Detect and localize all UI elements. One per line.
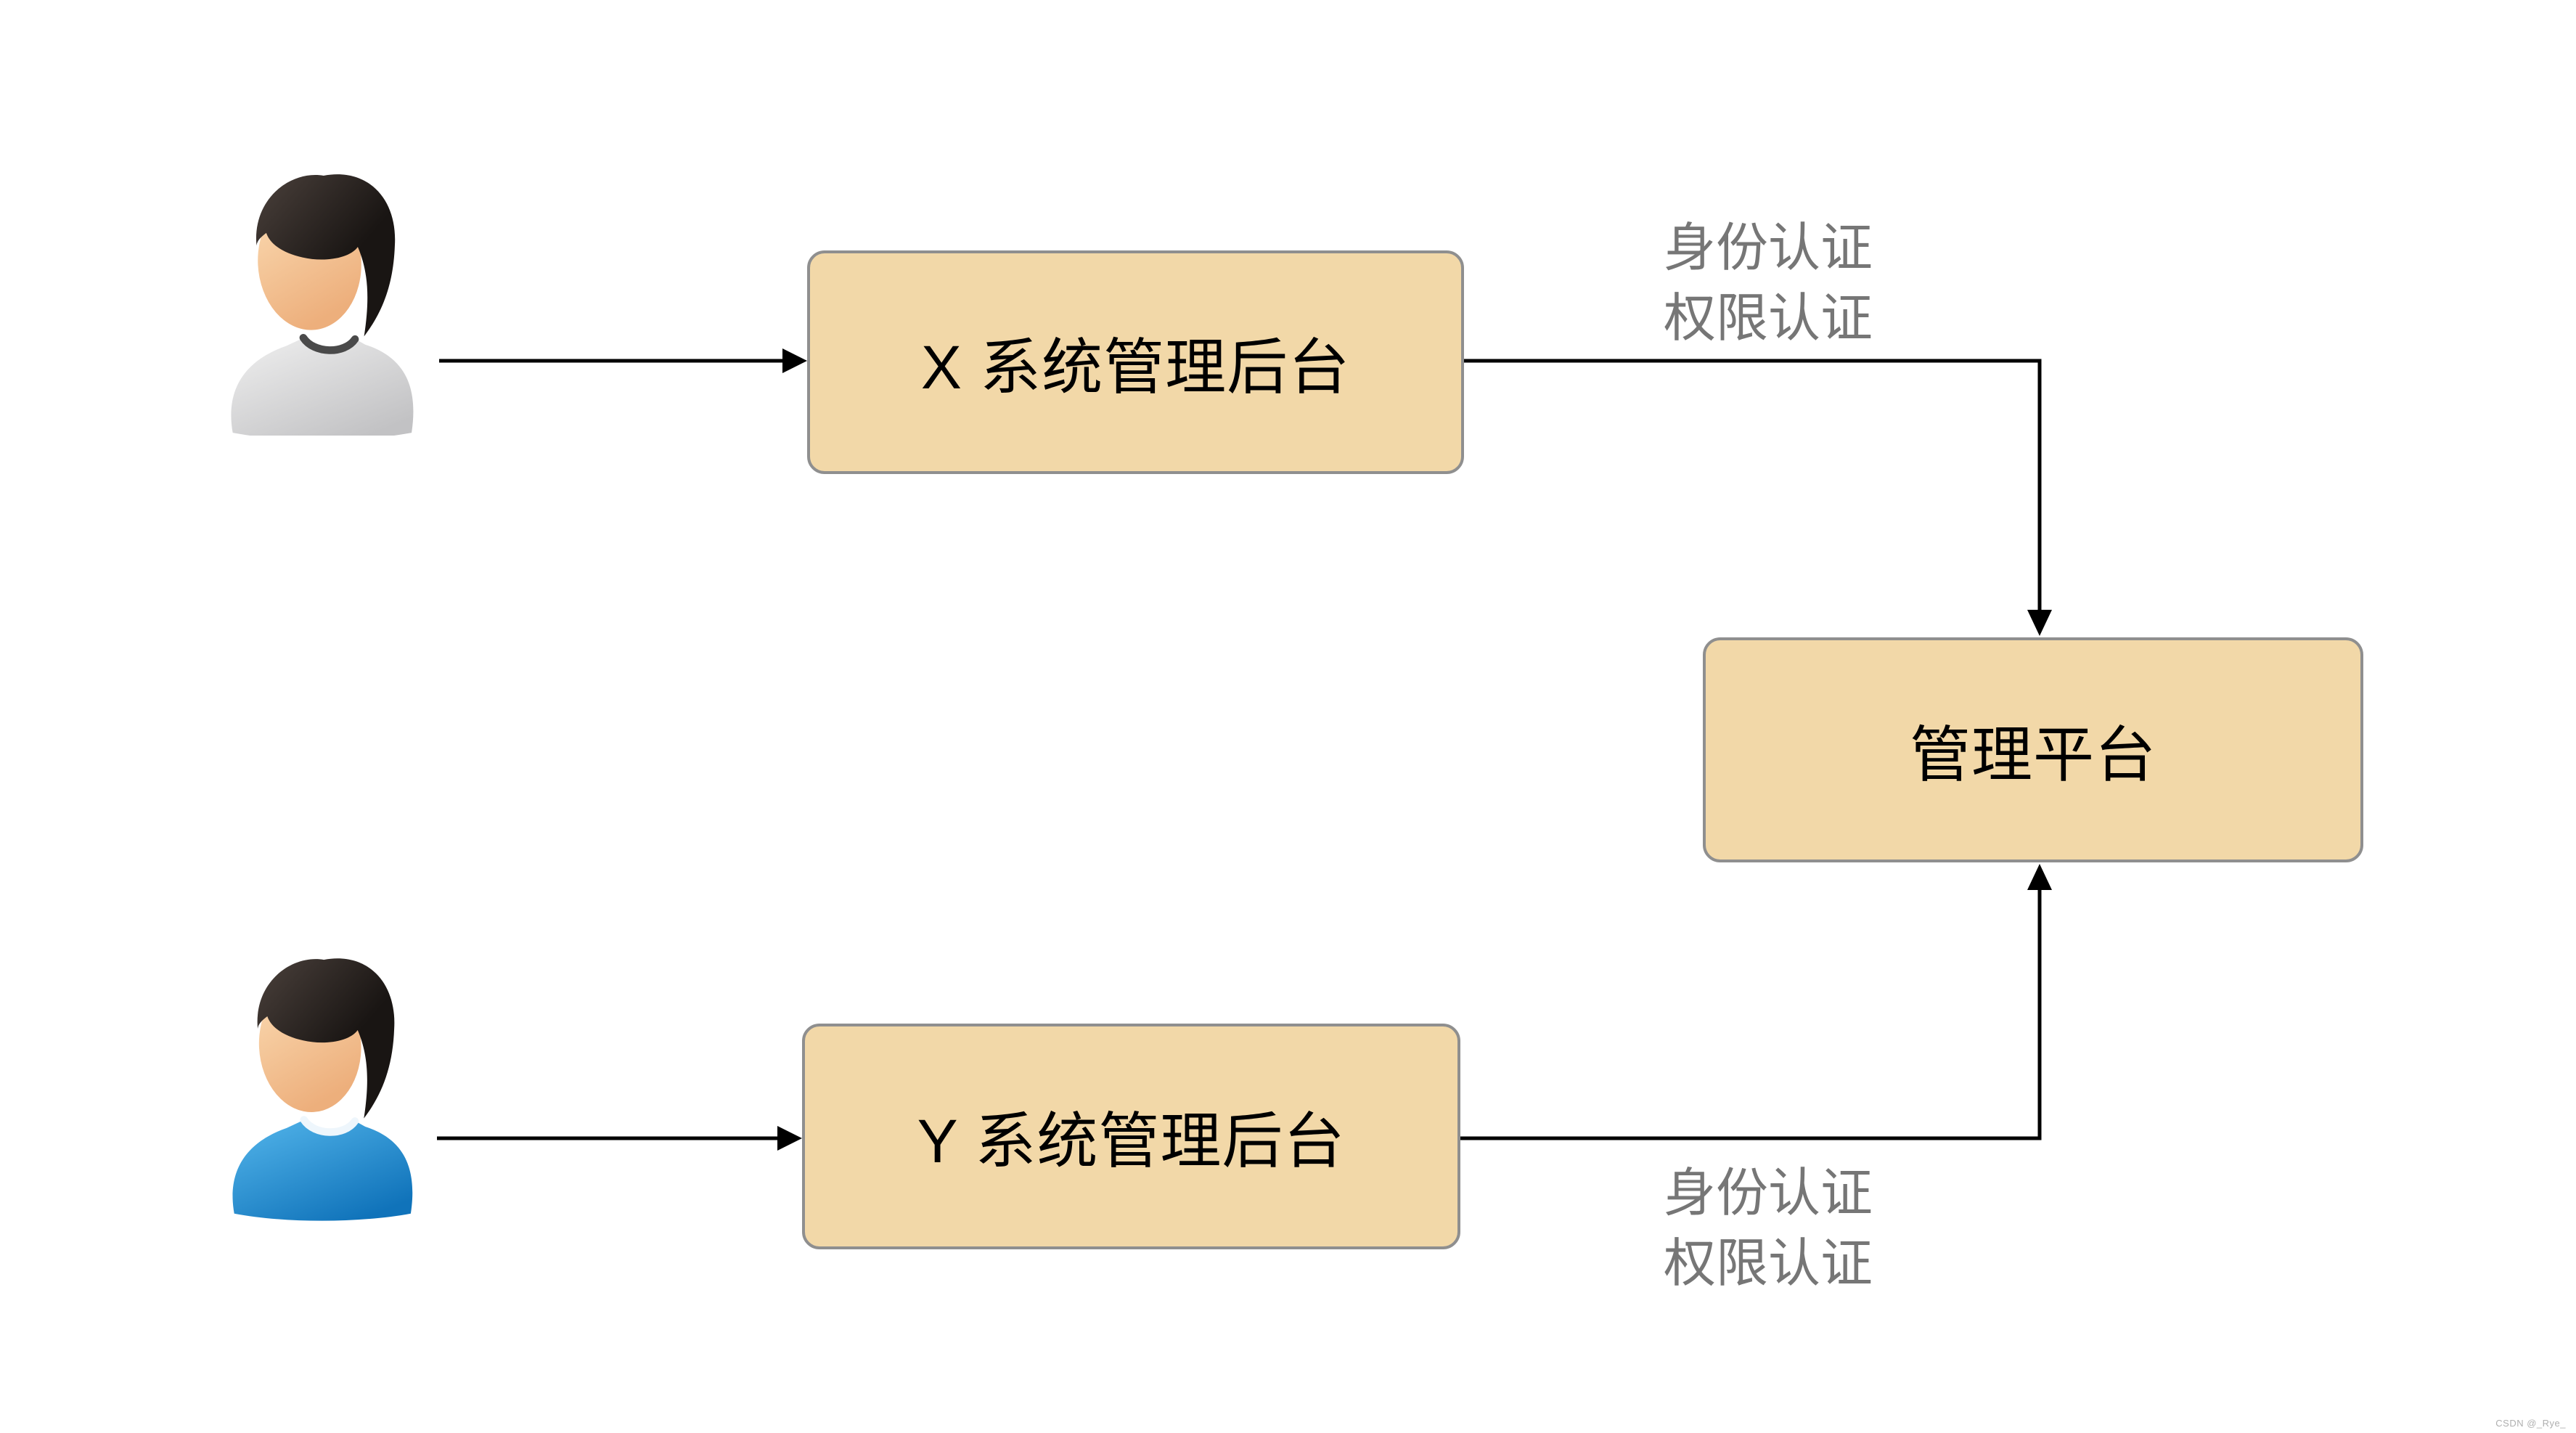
auth-label-bottom-line2: 权限认证 bbox=[1663, 1235, 1873, 1293]
hair bbox=[255, 174, 396, 337]
node-platform: 管理平台 bbox=[1703, 637, 2363, 862]
auth-label-top-line2: 权限认证 bbox=[1663, 290, 1873, 348]
auth-label-bottom: 身份认证 权限认证 bbox=[1662, 1159, 1874, 1299]
user-x-icon bbox=[231, 174, 414, 436]
auth-label-bottom-line1: 身份认证 bbox=[1663, 1164, 1873, 1222]
shirt bbox=[231, 336, 414, 436]
collar bbox=[299, 333, 359, 354]
user-y-icon bbox=[232, 958, 413, 1221]
watermark: CSDN @_Rye_ bbox=[2495, 1418, 2566, 1429]
arrow-system-x-to-platform bbox=[1464, 359, 2052, 636]
node-platform-label: 管理平台 bbox=[1909, 720, 2156, 789]
node-system-y-label: Y 系统管理后台 bbox=[917, 1107, 1346, 1175]
hair bbox=[257, 958, 395, 1119]
shirt bbox=[232, 1118, 413, 1221]
collar bbox=[300, 1116, 359, 1136]
node-system-x: X 系统管理后台 bbox=[807, 250, 1464, 474]
arrow-user-x-to-system-x bbox=[439, 348, 807, 373]
node-system-x-label: X 系统管理后台 bbox=[920, 332, 1351, 401]
node-system-y: Y 系统管理后台 bbox=[802, 1024, 1460, 1249]
arrow-system-y-to-platform bbox=[1460, 864, 2052, 1140]
auth-label-top: 身份认证 权限认证 bbox=[1662, 213, 1874, 354]
auth-label-top-line1: 身份认证 bbox=[1663, 219, 1873, 277]
arrow-user-y-to-system-y bbox=[437, 1126, 802, 1151]
